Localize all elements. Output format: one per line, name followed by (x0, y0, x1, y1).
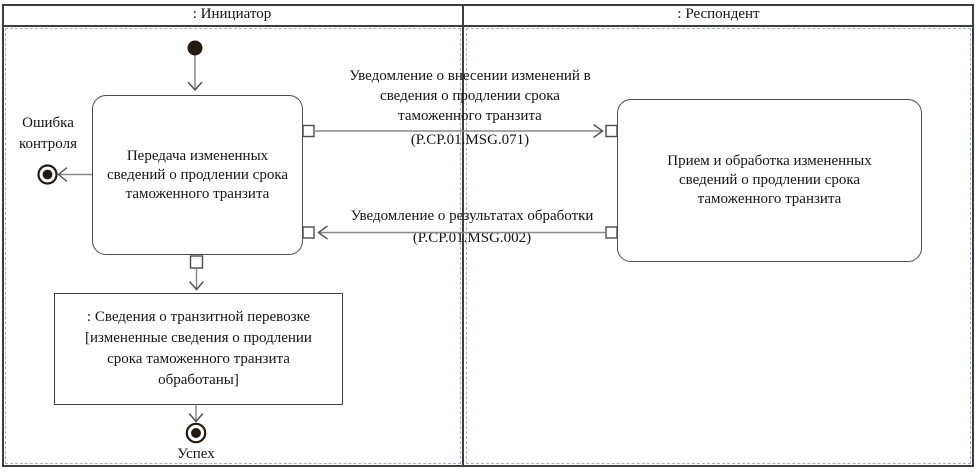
activity-receive-process-info: Прием и обработка измененных сведений о … (617, 99, 922, 262)
lane-divider (462, 4, 464, 467)
initiator-lane-body (5, 28, 461, 464)
object-label-line: обработаны] (158, 372, 239, 388)
activity-label-line: сведений о продлении срока (106, 166, 289, 183)
initiator-lane-title: : Инициатор (192, 6, 272, 22)
object-label-line: срока таможенного транзита (107, 351, 290, 367)
message-request-code: (P.CP.01.MSG.071) (410, 132, 530, 148)
activity-label-line: сведений о продлении срока (678, 172, 861, 188)
respondent-lane-title: : Респондент (677, 6, 760, 22)
error-label-line: Ошибка (22, 115, 74, 131)
message-request-label: Уведомление о внесении изменений в сведе… (303, 66, 637, 126)
message-request-line: таможенного транзита (398, 108, 542, 124)
header-underline (2, 25, 974, 27)
activity-label-line: Прием и обработка измененных (667, 153, 872, 169)
message-request-line: Уведомление о внесении изменений в (349, 68, 591, 84)
activity-transfer-changed-info: Передача измененных сведений о продлении… (92, 95, 303, 255)
diagram-frame (2, 4, 974, 467)
message-response-code: (P.CP.01.MSG.002) (412, 230, 532, 246)
activity-label-line: таможенного транзита (125, 185, 270, 202)
object-node-transit-info: : Сведения о транзитной перевозке [измен… (54, 293, 343, 405)
success-final-label: Успех (177, 446, 215, 462)
respondent-lane-body (466, 28, 971, 464)
object-label-line: : Сведения о транзитной перевозке (86, 309, 311, 325)
object-label-line: [измененные сведения о продлении (85, 330, 312, 346)
activity-label-line: таможенного транзита (697, 191, 842, 207)
message-request-line: сведения о продлении срока (380, 88, 560, 104)
activity-label-line: Передача измененных (126, 147, 269, 164)
message-response-label: Уведомление о результатах обработки (350, 208, 594, 224)
error-label-line: контроля (19, 136, 77, 152)
error-final-label: Ошибка контроля (6, 113, 90, 155)
